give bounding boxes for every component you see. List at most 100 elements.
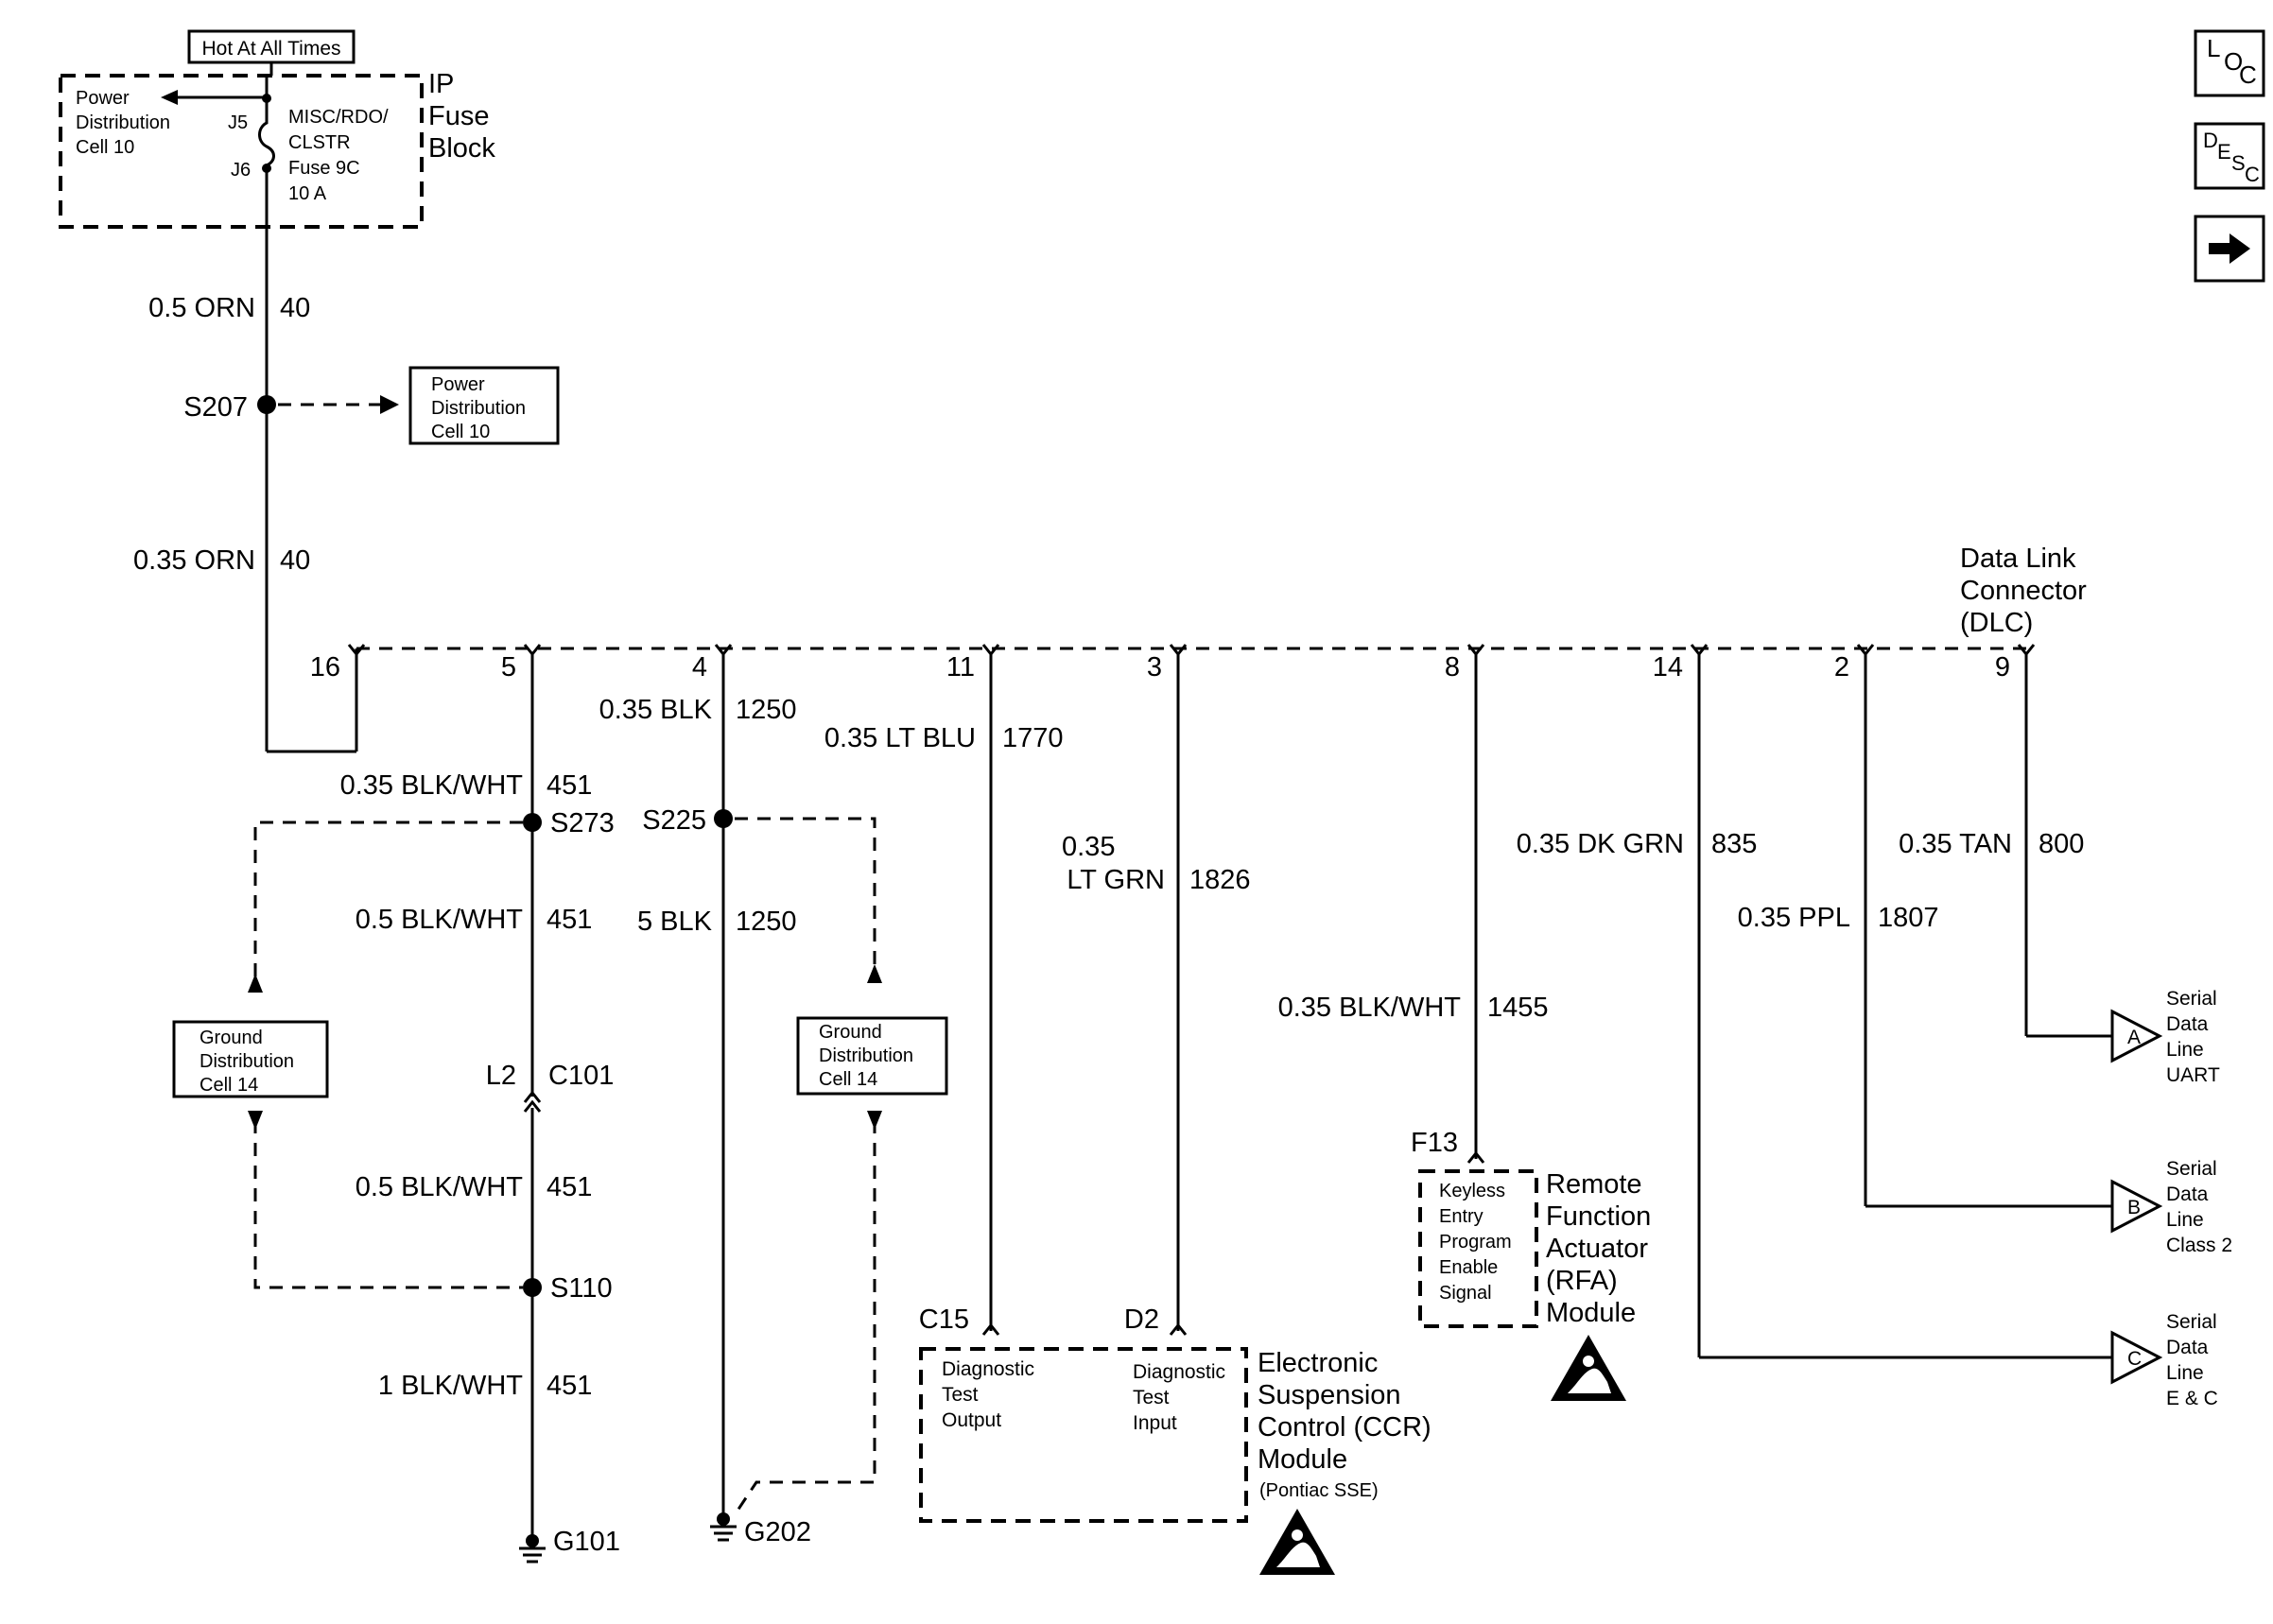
fuse-label-4: 10 A [288, 183, 327, 204]
gref-left-line2: Distribution [200, 1051, 294, 1072]
loc-button[interactable]: L O C [2194, 29, 2265, 97]
esd-warning-icon [1259, 1509, 1335, 1575]
power-distribution-ref[interactable]: Power Distribution Cell 10 [408, 366, 560, 445]
serial-ref-c[interactable]: C Serial Data Line E & C [2110, 1311, 2218, 1409]
wire-800: 0.35 TAN 800 [1899, 654, 2122, 1038]
gl-circuit-1: 451 [547, 770, 592, 801]
gr-gauge-1: 0.35 BLK [599, 695, 713, 725]
desc-sub2: S [2231, 151, 2246, 175]
loc-icon [2194, 29, 2265, 97]
fuse-pin-j6: J6 [231, 160, 251, 181]
wire-835-circuit: 835 [1711, 829, 1757, 859]
dlc-title-2: Connector [1960, 576, 2087, 606]
desc-sub3: C [2245, 163, 2260, 186]
serial-ref-c-line4: E & C [2166, 1388, 2218, 1409]
fuse-power-dist-3: Cell 10 [76, 137, 134, 158]
dlc-pin-4: 4 [692, 652, 707, 682]
serial-ref-a[interactable]: A Serial Data Line UART [2110, 988, 2220, 1086]
dlc-pin-2: 2 [1834, 652, 1849, 682]
wire-1826: 0.35 LT GRN 1826 D2 [1062, 654, 1251, 1336]
serial-ref-b[interactable]: B Serial Data Line Class 2 [2110, 1158, 2232, 1256]
desc-main: D [2203, 129, 2218, 152]
power-ref-line3: Cell 10 [431, 422, 490, 442]
ccr-in-2: Test [1133, 1387, 1170, 1408]
gr-circuit-1: 1250 [736, 695, 797, 725]
ground-distribution-ref-left[interactable]: Ground Distribution Cell 14 [172, 1020, 329, 1098]
ccr-title-1: Electronic [1258, 1348, 1378, 1378]
dlc-pin-5: 5 [501, 652, 516, 682]
fuse-icon [258, 104, 275, 167]
dlc-pin-3: 3 [1147, 652, 1162, 682]
rfa-module: Keyless Entry Program Enable Signal Remo… [1418, 1169, 1651, 1401]
rfa-sig-5: Signal [1439, 1283, 1492, 1304]
serial-ref-a-line1: Serial [2166, 988, 2217, 1010]
serial-ref-c-line2: Data [2166, 1337, 2209, 1358]
rfa-title-5: Module [1546, 1298, 1636, 1328]
wire-1807: 0.35 PPL 1807 [1738, 654, 2122, 1208]
orn-upper-gauge: 0.5 ORN [148, 293, 255, 323]
serial-ref-a-line2: Data [2166, 1013, 2209, 1035]
wire-1826-circuit: 1826 [1189, 865, 1251, 895]
ground-circuit-1250: 0.35 BLK 1250 S225 5 BLK 1250 G202 [599, 654, 882, 1547]
dlc-pin-11: 11 [946, 652, 975, 682]
gref-left-line3: Cell 14 [200, 1075, 258, 1096]
wire-1770-circuit: 1770 [1002, 723, 1064, 753]
next-button[interactable] [2194, 215, 2265, 283]
dlc-title-3: (DLC) [1960, 608, 2033, 638]
desc-button[interactable]: D E S C [2194, 122, 2265, 190]
gref-right-line2: Distribution [819, 1045, 913, 1066]
arrow-right-icon [380, 395, 399, 414]
c101-pin: L2 [486, 1061, 516, 1091]
connector-c101-icon [523, 1090, 542, 1103]
fuse-label-1: MISC/RDO/ [288, 107, 389, 128]
splice-s207 [257, 395, 276, 414]
gl-circuit-4: 451 [547, 1371, 592, 1401]
fuse-block-title-3: Block [428, 133, 495, 164]
serial-ref-a-letter: A [2127, 1027, 2141, 1048]
rfa-title-1: Remote [1546, 1169, 1642, 1200]
loc-sub2: C [2239, 60, 2257, 89]
gl-gauge-2: 0.5 BLK/WHT [356, 905, 524, 935]
gref-right-line1: Ground [819, 1022, 882, 1043]
gr-circuit-2: 1250 [736, 907, 797, 937]
fuse-label-3: Fuse 9C [288, 158, 360, 179]
arrow-right-icon [2209, 233, 2250, 264]
orn-lower-gauge: 0.35 ORN [133, 545, 255, 576]
rfa-title-4: (RFA) [1546, 1266, 1618, 1296]
orn-wire-40: 0.5 ORN 40 S207 0.35 ORN 40 [133, 168, 399, 753]
wire-1455-circuit: 1455 [1487, 993, 1549, 1023]
loc-sub: O [2224, 47, 2243, 76]
fuse-pin-j5: J5 [228, 112, 248, 133]
ground-g202-icon [710, 1525, 737, 1542]
gl-circuit-2: 451 [547, 905, 592, 935]
ground-distribution-ref-right[interactable]: Ground Distribution Cell 14 [796, 1016, 948, 1096]
splice-s273-label: S273 [550, 808, 615, 838]
rfa-module-boundary [1418, 1169, 1538, 1328]
gl-gauge-3: 0.5 BLK/WHT [356, 1172, 524, 1202]
splice-s225-label: S225 [642, 805, 706, 836]
power-ref-line1: Power [431, 374, 485, 395]
serial-ref-a-line3: Line [2166, 1039, 2204, 1061]
gref-left-line1: Ground [200, 1028, 263, 1048]
ccr-out-2: Test [942, 1384, 979, 1406]
wire-800-gauge: 0.35 TAN [1899, 829, 2012, 859]
fuse-power-dist-2: Distribution [76, 112, 170, 133]
hot-at-all-times-label: Hot At All Times [201, 38, 340, 60]
serial-ref-b-line4: Class 2 [2166, 1235, 2232, 1256]
wire-1455-gauge: 0.35 BLK/WHT [1278, 993, 1462, 1023]
dlc-connector: Data Link Connector (DLC) 16 5 4 11 3 8 … [310, 544, 2087, 682]
gl-gauge-4: 1 BLK/WHT [378, 1371, 523, 1401]
wire-1826-gauge-1: 0.35 [1062, 832, 1115, 862]
ground-g101-icon [519, 1546, 546, 1564]
terminal-f13: F13 [1411, 1128, 1458, 1158]
splice-s110-label: S110 [550, 1273, 613, 1304]
serial-ref-b-line2: Data [2166, 1183, 2209, 1205]
fuse-label-2: CLSTR [288, 132, 351, 153]
rfa-sig-4: Enable [1439, 1257, 1498, 1278]
serial-ref-b-line1: Serial [2166, 1158, 2217, 1180]
serial-ref-b-line3: Line [2166, 1209, 2204, 1231]
ccr-out-3: Output [942, 1409, 1001, 1431]
splice-s207-label: S207 [183, 392, 248, 423]
gref-right-line3: Cell 14 [819, 1069, 877, 1090]
terminal-d2: D2 [1124, 1304, 1159, 1335]
